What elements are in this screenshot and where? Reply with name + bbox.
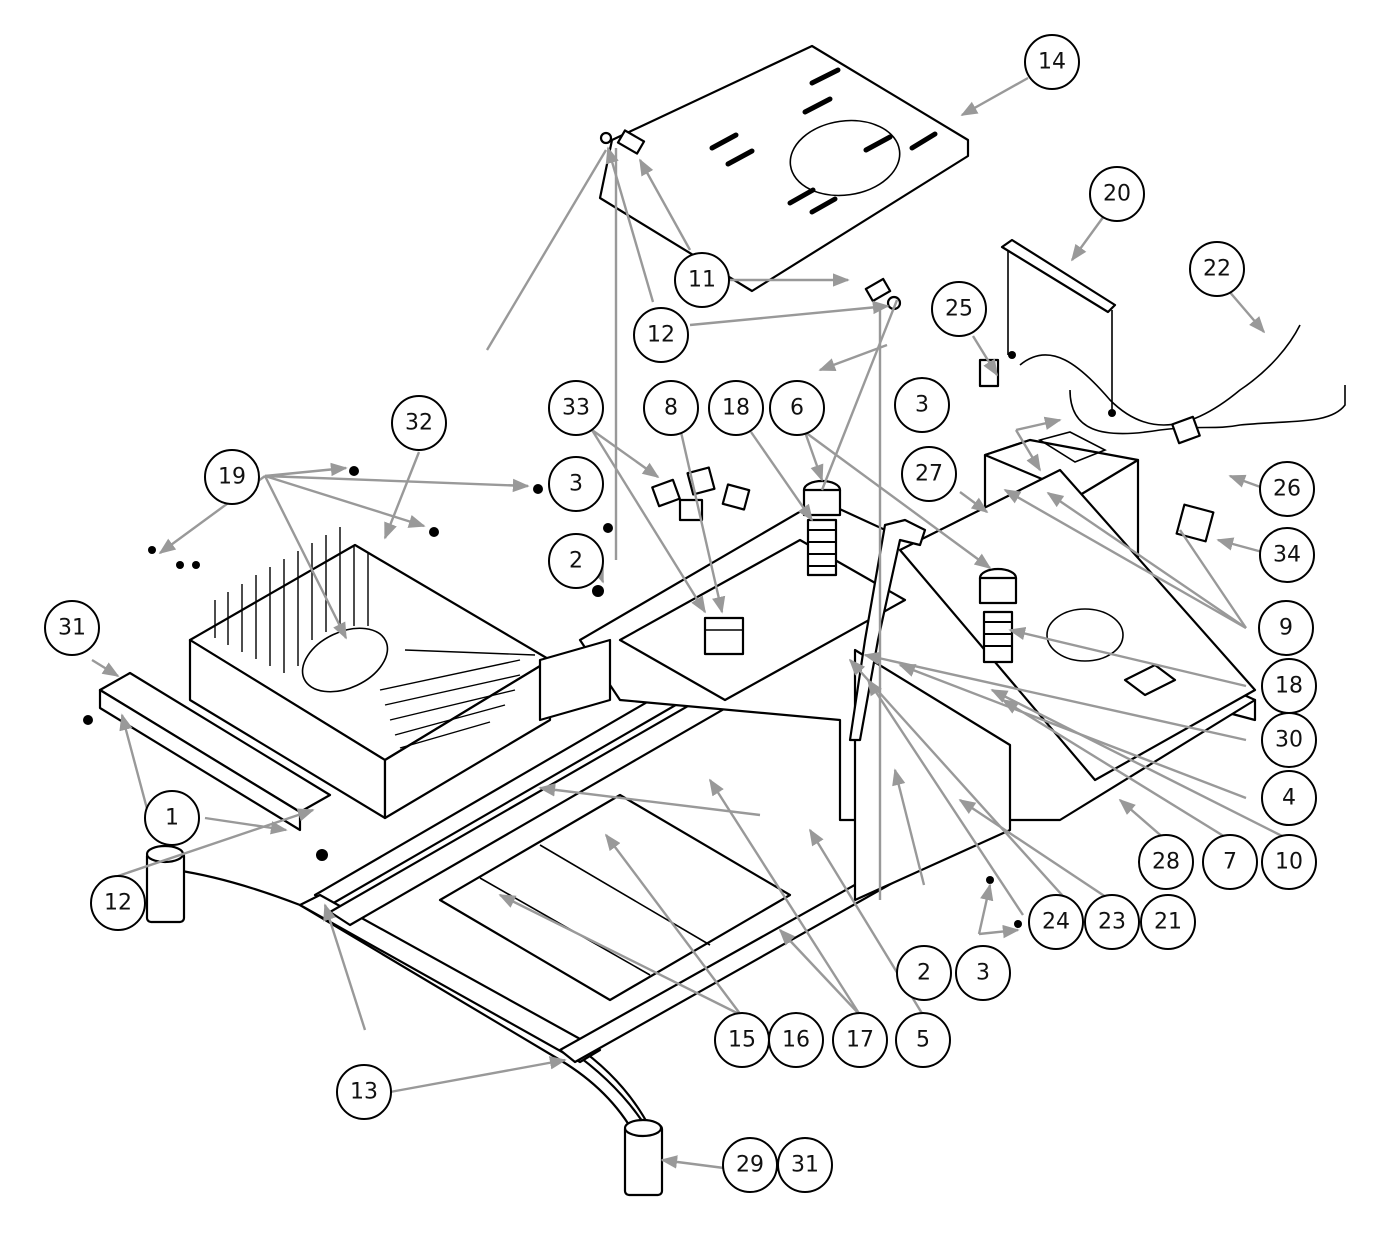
callout-label: 29: [736, 1153, 764, 1178]
callout-33: 33: [548, 380, 604, 436]
callout-15: 15: [714, 1012, 770, 1068]
callout-31-bottom: 31: [777, 1137, 833, 1193]
callout-6: 6: [769, 380, 825, 436]
control-panel: [188, 527, 552, 820]
callout-label: 12: [104, 891, 132, 916]
callout-label: 18: [1275, 674, 1303, 699]
callout-label: 28: [1152, 850, 1180, 875]
callout-7: 7: [1202, 834, 1258, 890]
fasteners: [83, 466, 1022, 928]
callout-32: 32: [391, 395, 447, 451]
callout-label: 23: [1098, 910, 1126, 935]
callout-29: 29: [722, 1137, 778, 1193]
caster-tube-left: [145, 844, 186, 924]
battery-cables: [978, 324, 1346, 445]
callout-12-left: 12: [90, 875, 146, 931]
callout-label: 27: [915, 462, 943, 487]
callout-9: 9: [1258, 600, 1314, 656]
callout-label: 19: [218, 465, 246, 490]
callout-label: 11: [688, 268, 716, 293]
callout-10: 10: [1261, 834, 1317, 890]
callout-label: 13: [350, 1080, 378, 1105]
callout-28: 28: [1138, 834, 1194, 890]
main-frame: [174, 468, 1257, 1137]
spring-assembly-right: [978, 567, 1018, 664]
switch-harness: [651, 466, 751, 522]
spring-assembly-left: [802, 479, 842, 577]
callout-12-top: 12: [633, 307, 689, 363]
callout-30: 30: [1261, 712, 1317, 768]
callout-26: 26: [1259, 461, 1315, 517]
callout-3-bottom: 3: [955, 945, 1011, 1001]
callout-18-top: 18: [708, 380, 764, 436]
callout-14: 14: [1024, 34, 1080, 90]
callout-label: 14: [1038, 50, 1066, 75]
front-cover: [98, 671, 332, 832]
callout-label: 20: [1103, 182, 1131, 207]
callout-label: 24: [1042, 910, 1070, 935]
callout-8: 8: [643, 380, 699, 436]
callout-label: 5: [916, 1028, 930, 1053]
callout-label: 32: [405, 411, 433, 436]
callout-label: 7: [1223, 850, 1237, 875]
callout-19: 19: [204, 449, 260, 505]
callout-label: 9: [1279, 616, 1293, 641]
callout-17: 17: [832, 1012, 888, 1068]
callout-label: 2: [917, 961, 931, 986]
callout-label: 31: [58, 616, 86, 641]
callout-4: 4: [1261, 770, 1317, 826]
callout-label: 15: [728, 1028, 756, 1053]
callout-31-left: 31: [44, 600, 100, 656]
callout-label: 34: [1273, 543, 1301, 568]
callout-label: 25: [945, 297, 973, 322]
callout-label: 3: [569, 472, 583, 497]
callout-label: 30: [1275, 728, 1303, 753]
callout-13: 13: [336, 1064, 392, 1120]
callout-label: 18: [722, 396, 750, 421]
callout-label: 8: [664, 396, 678, 421]
callout-3-left: 3: [548, 456, 604, 512]
callout-23: 23: [1084, 894, 1140, 950]
callout-5: 5: [895, 1012, 951, 1068]
callout-label: 31: [791, 1153, 819, 1178]
callout-27: 27: [901, 446, 957, 502]
callout-label: 21: [1154, 910, 1182, 935]
caster-tube-right: [623, 1118, 664, 1197]
callout-label: 3: [976, 961, 990, 986]
callout-label: 10: [1275, 850, 1303, 875]
callout-label: 12: [647, 323, 675, 348]
callout-24: 24: [1028, 894, 1084, 950]
callout-3-battery: 3: [894, 377, 950, 433]
callout-label: 4: [1282, 786, 1296, 811]
callout-2-bottom: 2: [896, 945, 952, 1001]
callout-16: 16: [768, 1012, 824, 1068]
callout-22: 22: [1189, 241, 1245, 297]
callout-label: 33: [562, 396, 590, 421]
callout-label: 22: [1203, 257, 1231, 282]
callout-label: 26: [1273, 477, 1301, 502]
callout-34: 34: [1259, 527, 1315, 583]
callout-label: 17: [846, 1028, 874, 1053]
callout-label: 3: [915, 393, 929, 418]
callout-25: 25: [931, 281, 987, 337]
terminal-clamp: [1175, 503, 1215, 543]
callout-label: 16: [782, 1028, 810, 1053]
callout-18-right: 18: [1261, 658, 1317, 714]
callout-label: 2: [569, 549, 583, 574]
callout-11: 11: [674, 252, 730, 308]
callout-label: 1: [165, 806, 179, 831]
callout-2-left: 2: [548, 533, 604, 589]
battery-hold-down: [1000, 238, 1117, 417]
callout-20: 20: [1089, 166, 1145, 222]
relay: [703, 616, 745, 656]
callout-1: 1: [144, 790, 200, 846]
seat-plate: [598, 44, 970, 311]
callout-21: 21: [1140, 894, 1196, 950]
callout-label: 6: [790, 396, 804, 421]
